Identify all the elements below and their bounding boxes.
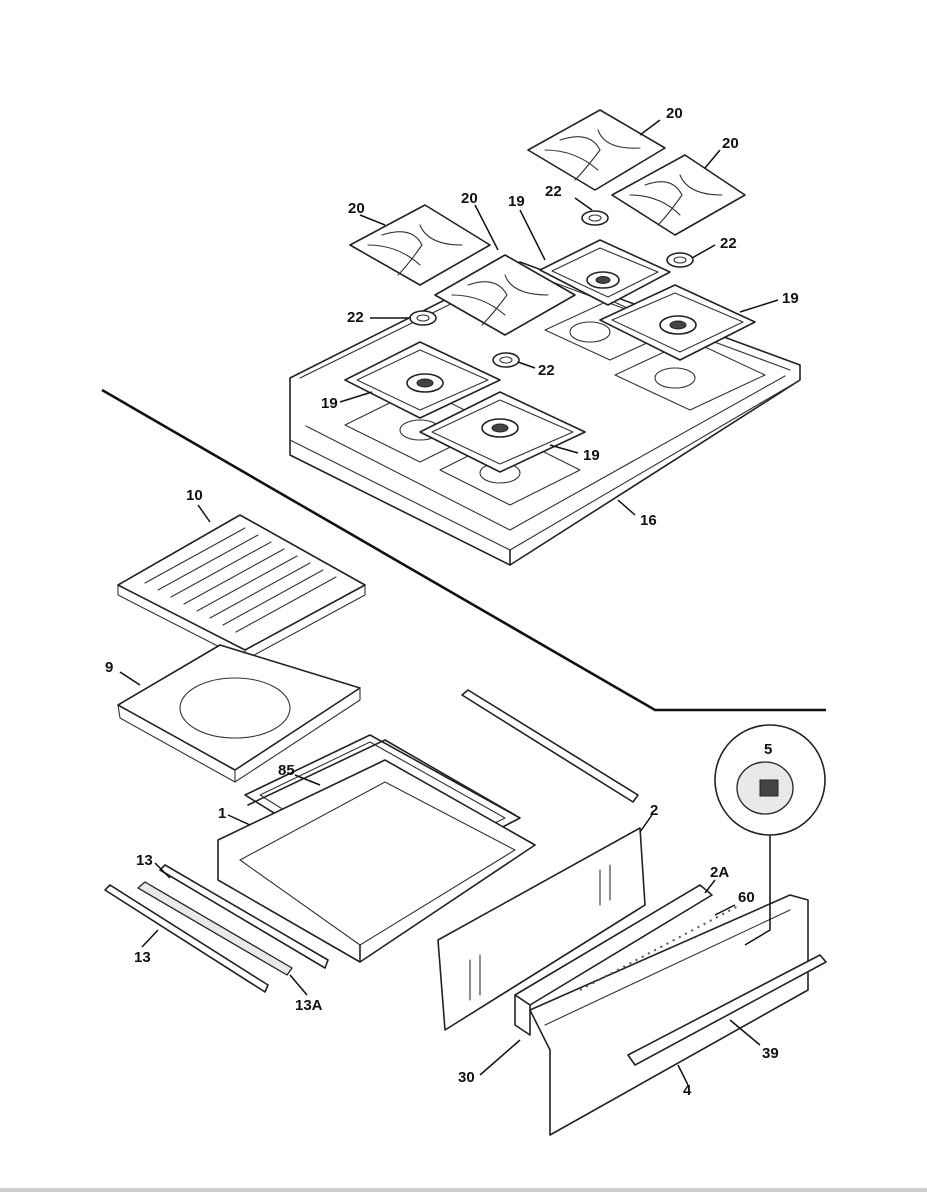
section-divider [101, 388, 826, 712]
burner-grates [349, 109, 746, 336]
callout-screw: 60 [738, 889, 755, 906]
callout-handle: 39 [762, 1045, 779, 1062]
callout-grate-left-top: 20 [348, 200, 365, 217]
callout-drawer-body: 1 [218, 805, 226, 822]
callout-slide-assembly: 13A [295, 997, 323, 1014]
callout-ring-right: 22 [720, 235, 737, 252]
slides-drawing [104, 864, 329, 993]
burner-gaskets [344, 239, 756, 473]
callout-gasket-left-lower: 19 [321, 395, 338, 412]
callout-back-panel: 30 [458, 1069, 475, 1086]
callout-ring-center: 22 [538, 362, 555, 379]
callout-drawer-front: 4 [683, 1082, 692, 1099]
callout-gasket-top-center: 19 [508, 193, 525, 210]
callout-grate-center: 20 [461, 190, 478, 207]
leader-lines [119, 119, 779, 1086]
drawer-body-drawing [217, 759, 536, 963]
callout-slide-lower: 13 [134, 949, 151, 966]
callout-cooktop: 16 [640, 512, 657, 529]
callout-grate-right-mid: 20 [722, 135, 739, 152]
callout-rack: 85 [278, 762, 295, 779]
callout-gasket-right: 19 [782, 290, 799, 307]
callout-front-support: 2A [710, 864, 729, 881]
callout-labels: 20 20 20 20 19 22 22 19 22 22 19 19 16 1… [105, 105, 799, 1099]
callout-grate-right-top: 20 [666, 105, 683, 122]
griddle-pan-drawing [117, 644, 361, 783]
front-support-drawing [514, 884, 713, 1036]
griddle-grate-drawing [117, 514, 366, 661]
callout-griddle-pan: 9 [105, 659, 113, 676]
callout-gasket-center-lower: 19 [583, 447, 600, 464]
drawer-front-drawing [529, 894, 827, 1136]
top-rail [461, 689, 639, 803]
callout-knob-detail: 5 [764, 741, 772, 758]
callout-ring-left: 22 [347, 309, 364, 326]
callout-ring-upper-right: 22 [545, 183, 562, 200]
callout-side-panel-right: 2 [650, 802, 658, 819]
callout-griddle-grate: 10 [186, 487, 203, 504]
callout-slide-upper: 13 [136, 852, 153, 869]
burner-rings [409, 210, 694, 368]
footer-strip [0, 1188, 927, 1192]
knob-detail-drawing [714, 724, 826, 946]
side-panel-drawing [437, 827, 646, 1031]
